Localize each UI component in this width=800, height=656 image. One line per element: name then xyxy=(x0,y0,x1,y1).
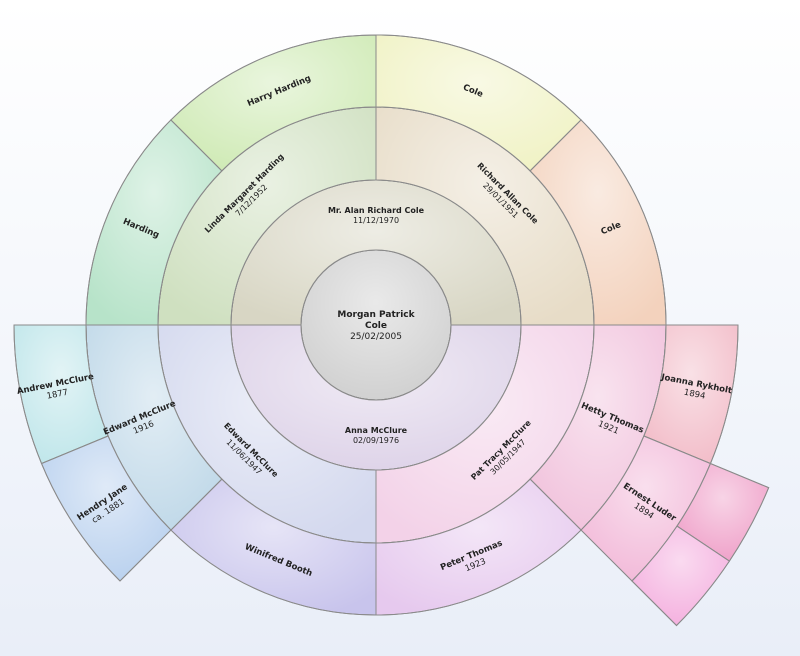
person-date: 02/09/1976 xyxy=(353,436,399,445)
person-name: Anna McClure xyxy=(345,426,408,435)
person-name: Morgan Patrick xyxy=(337,310,415,320)
person-date: 1877 xyxy=(46,388,69,402)
person-name: Cole xyxy=(365,321,387,331)
person-name: 25/02/2005 xyxy=(350,332,402,342)
person-date: 1894 xyxy=(683,388,706,402)
person-name: Mr. Alan Richard Cole xyxy=(328,206,425,215)
person-date: 11/12/1970 xyxy=(353,216,399,225)
